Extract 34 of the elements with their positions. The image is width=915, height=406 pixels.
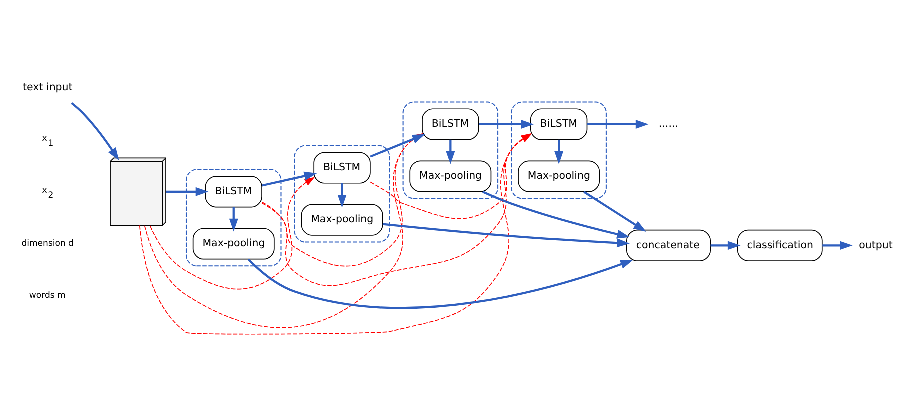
node-box: classification bbox=[737, 229, 823, 261]
arrow bbox=[822, 240, 853, 250]
label: dimension d bbox=[22, 238, 74, 249]
arrow bbox=[482, 190, 630, 238]
arrow bbox=[166, 186, 209, 196]
arrow bbox=[382, 222, 630, 248]
arrow bbox=[150, 176, 316, 290]
node-box: BiLSTM bbox=[530, 108, 588, 140]
arrow bbox=[338, 182, 347, 208]
label: words m bbox=[29, 290, 66, 301]
cluster bbox=[294, 144, 390, 242]
arrow bbox=[248, 258, 634, 309]
node-box: Max-pooling bbox=[410, 160, 492, 192]
cluster bbox=[511, 101, 607, 199]
arrow bbox=[262, 171, 318, 186]
arrow bbox=[446, 139, 456, 164]
node-text: ...... bbox=[658, 118, 678, 130]
arrow bbox=[710, 240, 741, 250]
node-box: BiLSTM bbox=[422, 108, 480, 140]
arrow bbox=[229, 206, 238, 232]
node-box: BiLSTM bbox=[205, 176, 262, 208]
node-box: concatenate bbox=[626, 229, 711, 261]
cluster bbox=[186, 168, 282, 266]
cluster bbox=[402, 101, 499, 199]
node-box: BiLSTM bbox=[314, 152, 371, 184]
node-box: Max-pooling bbox=[518, 160, 600, 192]
arrow bbox=[554, 139, 564, 164]
arrow bbox=[71, 102, 120, 160]
node-text: text input bbox=[23, 80, 73, 93]
arrow bbox=[479, 120, 534, 128]
node-box: Max-pooling bbox=[301, 204, 384, 236]
node-text: output bbox=[859, 238, 893, 251]
arrow bbox=[587, 120, 649, 128]
node-box: Max-pooling bbox=[192, 228, 275, 260]
